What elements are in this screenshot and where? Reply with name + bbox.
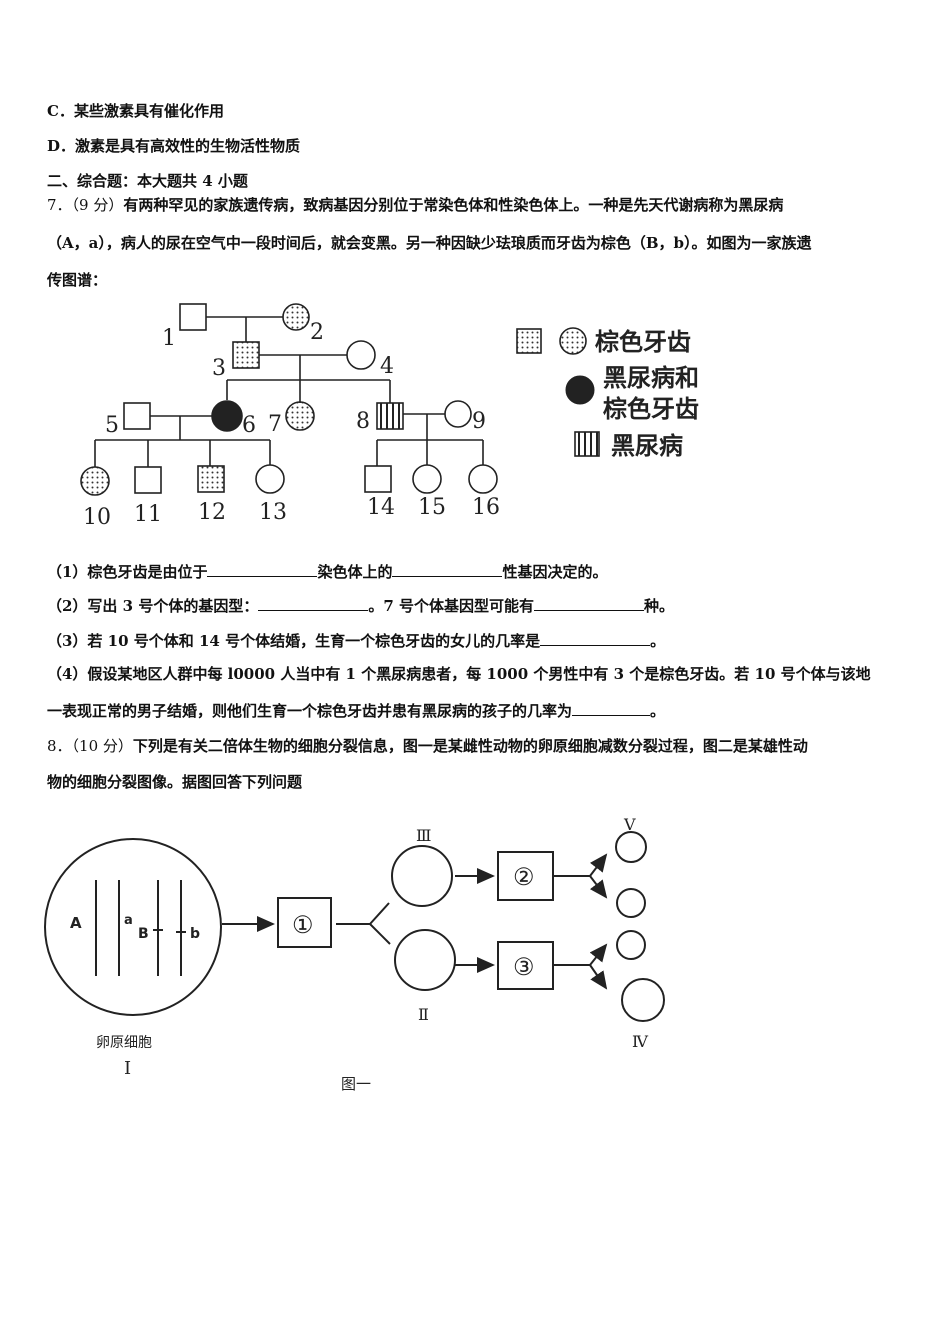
answer-blank[interactable] <box>572 700 651 716</box>
gene-A: A <box>70 914 82 932</box>
gene-a: a <box>124 913 133 928</box>
individual-16 <box>468 464 498 494</box>
figure-caption: 图一 <box>341 1075 371 1093</box>
step-box-1 <box>277 897 332 948</box>
individual-14 <box>364 465 392 493</box>
label-2: 2 <box>310 320 324 345</box>
label-7: 7 <box>268 412 282 437</box>
step-3: ③ <box>513 953 535 981</box>
q7-sub4-line2: 一表现正常的男子结婚，则他们生育一个棕色牙齿并患有黑尿病的孩子的几率为。 <box>47 700 666 720</box>
label-10: 10 <box>83 505 111 530</box>
oogonium-cell <box>44 838 222 1016</box>
legend-both-line1: 黑尿病和 <box>603 364 699 392</box>
label-6: 6 <box>242 413 256 438</box>
individual-2 <box>282 303 310 331</box>
section-heading: 二、综合题：本大题共 4 小题 <box>47 172 248 190</box>
label-9: 9 <box>472 409 486 434</box>
cell-II <box>394 929 456 991</box>
label-3: 3 <box>212 356 226 381</box>
cell-IV <box>621 978 665 1022</box>
gene-B: B <box>138 926 149 942</box>
q7-sub4-line1: （4）假设某地区人群中每 l0000 人当中有 1 个黑尿病患者，每 1000 … <box>47 665 871 683</box>
label-13: 13 <box>259 500 287 525</box>
individual-6 <box>211 400 243 432</box>
label-12: 12 <box>198 500 226 525</box>
cell-V <box>615 831 647 863</box>
q8-line2: 物的细胞分裂图像。据图回答下列问题 <box>47 773 303 791</box>
individual-9 <box>444 400 472 428</box>
oogonium-label: 卵原细胞 <box>96 1035 152 1051</box>
option-c: C．某些激素具有催化作用 <box>47 102 224 120</box>
q8-line1: 8．（10 分）下列是有关二倍体生物的细胞分裂信息，图一是某雌性动物的卵原细胞减… <box>47 737 808 755</box>
individual-10 <box>80 466 110 496</box>
figure-one <box>44 831 665 1022</box>
label-11: 11 <box>134 502 162 527</box>
answer-blank[interactable] <box>540 630 651 646</box>
q7-sub3: （3）若 10 号个体和 14 号个体结婚，生育一个棕色牙齿的女儿的几率是。 <box>47 630 666 650</box>
q7-line3: 传图谱： <box>47 271 108 289</box>
label-4: 4 <box>380 354 394 379</box>
individual-4 <box>346 340 376 370</box>
answer-blank[interactable] <box>392 561 503 577</box>
pedigree-labels: 1 2 3 4 5 6 7 8 9 10 11 12 13 14 15 16 <box>83 320 500 530</box>
individual-11 <box>134 466 162 494</box>
q7-sub1: （1）棕色牙齿是由位于染色体上的性基因决定的。 <box>47 561 608 581</box>
cell-III <box>391 845 453 907</box>
individual-1 <box>179 303 207 331</box>
polar-body-1 <box>616 888 646 918</box>
step-box-2 <box>497 851 554 901</box>
cell-label-I: Ⅰ <box>124 1058 131 1079</box>
pedigree-chart <box>80 303 498 496</box>
step-1: ① <box>292 911 314 939</box>
legend-alkaptonuria: 黑尿病 <box>611 432 683 460</box>
label-14: 14 <box>367 495 395 520</box>
option-d: D．激素是具有高效性的生物活性物质 <box>47 137 301 155</box>
legend-brown-teeth: 棕色牙齿 <box>595 328 691 356</box>
q7-line2: （A，a），病人的尿在空气中一段时间后，就会变黑。另一种因缺少珐琅质而牙齿为棕色… <box>47 234 812 252</box>
individual-12 <box>197 465 225 493</box>
q7-number: 7．（9 分） <box>47 196 124 214</box>
step-box-3 <box>497 941 554 990</box>
gene-b: b <box>190 926 200 942</box>
q7-sub2: （2）写出 3 号个体的基因型：。7 号个体基因型可能有种。 <box>47 595 675 615</box>
individual-8 <box>376 402 404 430</box>
label-1: 1 <box>162 326 176 351</box>
answer-blank[interactable] <box>534 595 644 611</box>
cell-label-III: Ⅲ <box>416 826 431 845</box>
individual-13 <box>255 464 285 494</box>
label-5: 5 <box>105 413 119 438</box>
cell-label-IV: Ⅳ <box>632 1032 649 1051</box>
label-8: 8 <box>356 409 370 434</box>
step-2: ② <box>513 863 535 891</box>
figure-one-labels: A a B b ① ② ③ Ⅰ Ⅱ Ⅲ Ⅳ Ⅴ 卵原细胞 图一 <box>70 815 649 1093</box>
cell-label-V: Ⅴ <box>623 815 636 834</box>
q7-line1: 7．（9 分）有两种罕见的家族遗传病，致病基因分别位于常染色体和性染色体上。一种… <box>47 196 784 214</box>
answer-blank[interactable] <box>207 561 318 577</box>
individual-15 <box>412 464 442 494</box>
answer-blank[interactable] <box>258 595 369 611</box>
legend-both-line2: 棕色牙齿 <box>603 395 699 423</box>
q8-number: 8．（10 分） <box>47 737 133 755</box>
individual-3 <box>232 341 260 369</box>
pedigree-legend: 棕色牙齿 黑尿病和 棕色牙齿 黑尿病 <box>516 327 699 460</box>
individual-5 <box>123 402 151 430</box>
cell-label-II: Ⅱ <box>418 1005 429 1024</box>
label-15: 15 <box>418 495 446 520</box>
label-16: 16 <box>472 495 500 520</box>
polar-body-2 <box>616 930 646 960</box>
individual-7 <box>285 401 315 431</box>
